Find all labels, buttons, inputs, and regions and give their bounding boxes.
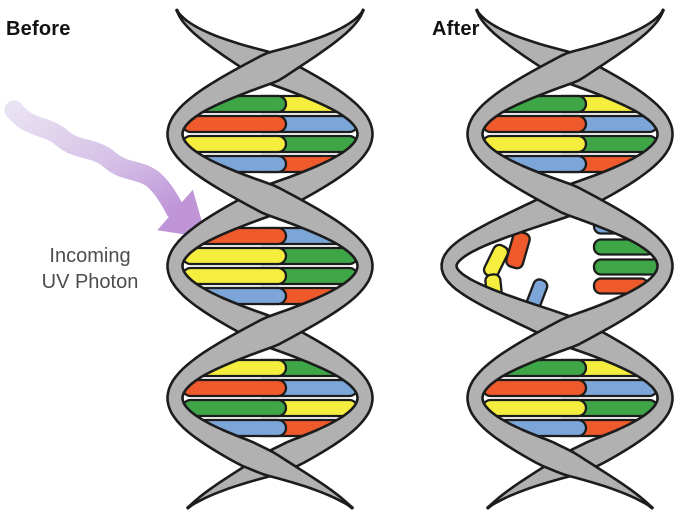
base-pair <box>481 378 659 398</box>
helix-strand-ribbon <box>166 8 374 510</box>
base-left-half <box>481 114 588 134</box>
base-left-half <box>181 114 288 134</box>
base-pair <box>181 398 359 418</box>
base-pair <box>181 266 359 286</box>
base-pair <box>481 398 659 418</box>
base-pair <box>481 134 659 154</box>
helix-strand-ribbon <box>466 8 674 510</box>
uv-photon-wave <box>4 100 185 220</box>
base-left-half <box>181 246 288 266</box>
caption-line-1: Incoming <box>49 245 131 267</box>
base-pair <box>481 114 659 134</box>
dna-helix-before <box>166 8 374 510</box>
base-pair <box>181 114 359 134</box>
base-left-half <box>181 266 288 286</box>
base-left-half <box>481 134 588 154</box>
base-left-half <box>481 398 588 418</box>
base-left-half <box>181 398 288 418</box>
before-label: Before <box>6 18 71 40</box>
dna-helix-after <box>440 8 674 510</box>
base-pair <box>181 378 359 398</box>
caption-line-2: UV Photon <box>41 271 139 293</box>
helix-strand-ribbon <box>440 8 674 510</box>
uv-photon-arrowhead <box>157 189 207 238</box>
base-left-half <box>181 378 288 398</box>
base-left-half <box>481 378 588 398</box>
after-label: After <box>432 18 480 40</box>
uv-photon-arrow <box>4 100 207 238</box>
base-pair <box>181 134 359 154</box>
incoming-uv-photon-caption: Incoming UV Photon <box>12 243 168 295</box>
base-left-half <box>181 134 288 154</box>
helix-strand-ribbon <box>166 8 374 510</box>
base-pair <box>181 246 359 266</box>
